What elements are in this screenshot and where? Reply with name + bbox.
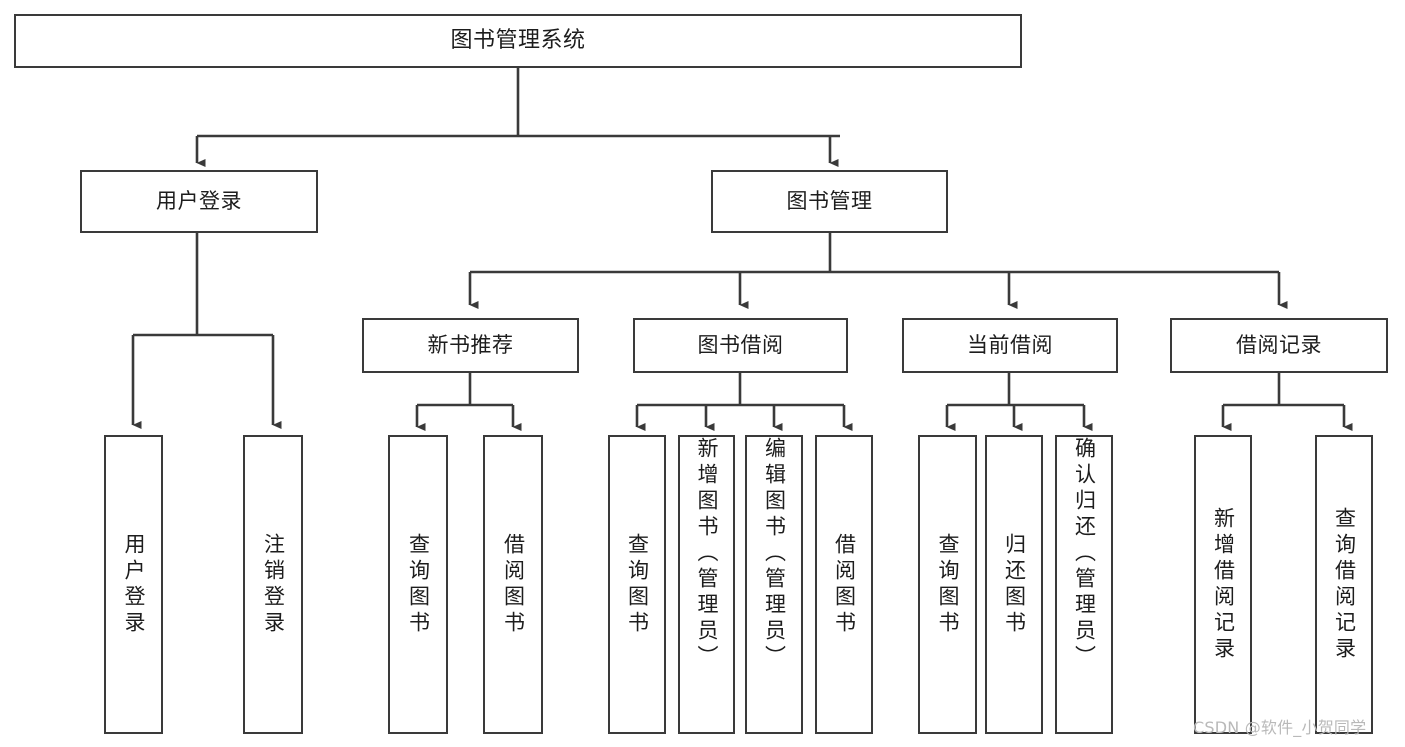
- node-leaf-return-book[interactable]: 归还图书: [985, 435, 1043, 734]
- node-current-borrow[interactable]: 当前借阅: [902, 318, 1118, 373]
- node-book-borrow[interactable]: 图书借阅: [633, 318, 848, 373]
- node-leaf-query-record[interactable]: 查询借阅记录: [1315, 435, 1373, 734]
- node-leaf-add-book[interactable]: 新增图书（管理员）: [678, 435, 735, 734]
- node-leaf-user-login-label: 用户登录: [122, 532, 146, 637]
- node-book-manage-label: 图书管理: [786, 188, 873, 213]
- node-leaf-query-book-3[interactable]: 查询图书: [918, 435, 977, 734]
- node-leaf-return-book-label: 归还图书: [1002, 532, 1027, 637]
- node-leaf-add-record-label: 新增借阅记录: [1211, 506, 1236, 663]
- node-leaf-query-book-2-label: 查询图书: [625, 532, 650, 637]
- node-leaf-logout-label: 注销登录: [261, 532, 286, 637]
- csdn-watermark: CSDN @软件_小贺同学: [1193, 718, 1367, 737]
- node-leaf-borrow-book-1-label: 借阅图书: [501, 532, 526, 637]
- node-leaf-confirm-return[interactable]: 确认归还（管理员）: [1055, 435, 1113, 734]
- node-leaf-confirm-return-label: 确认归还（管理员）: [1072, 437, 1097, 671]
- node-user-login-label: 用户登录: [156, 188, 242, 213]
- node-leaf-borrow-book-1[interactable]: 借阅图书: [483, 435, 543, 734]
- node-leaf-query-book-2[interactable]: 查询图书: [608, 435, 666, 734]
- node-borrow-record-label: 借阅记录: [1236, 332, 1322, 357]
- node-new-book-rec[interactable]: 新书推荐: [362, 318, 579, 373]
- node-leaf-edit-book-label: 编辑图书（管理员）: [762, 437, 787, 671]
- node-new-book-rec-label: 新书推荐: [427, 332, 514, 357]
- node-leaf-add-book-label: 新增图书（管理员）: [695, 437, 719, 671]
- node-leaf-add-record[interactable]: 新增借阅记录: [1194, 435, 1252, 734]
- node-leaf-query-record-label: 查询借阅记录: [1332, 506, 1357, 663]
- node-root-label: 图书管理系统: [450, 27, 586, 53]
- node-leaf-user-login[interactable]: 用户登录: [104, 435, 163, 734]
- node-root[interactable]: 图书管理系统: [14, 14, 1022, 68]
- node-user-login[interactable]: 用户登录: [80, 170, 318, 233]
- node-leaf-query-book-1-label: 查询图书: [406, 532, 431, 637]
- node-leaf-query-book-3-label: 查询图书: [936, 532, 960, 637]
- node-borrow-record[interactable]: 借阅记录: [1170, 318, 1388, 373]
- node-leaf-query-book-1[interactable]: 查询图书: [388, 435, 448, 734]
- node-current-borrow-label: 当前借阅: [967, 332, 1053, 357]
- node-leaf-logout[interactable]: 注销登录: [243, 435, 303, 734]
- node-book-borrow-label: 图书借阅: [697, 332, 784, 357]
- node-leaf-borrow-book-2-label: 借阅图书: [832, 532, 857, 637]
- node-leaf-edit-book[interactable]: 编辑图书（管理员）: [745, 435, 803, 734]
- node-book-manage[interactable]: 图书管理: [711, 170, 948, 233]
- node-leaf-borrow-book-2[interactable]: 借阅图书: [815, 435, 873, 734]
